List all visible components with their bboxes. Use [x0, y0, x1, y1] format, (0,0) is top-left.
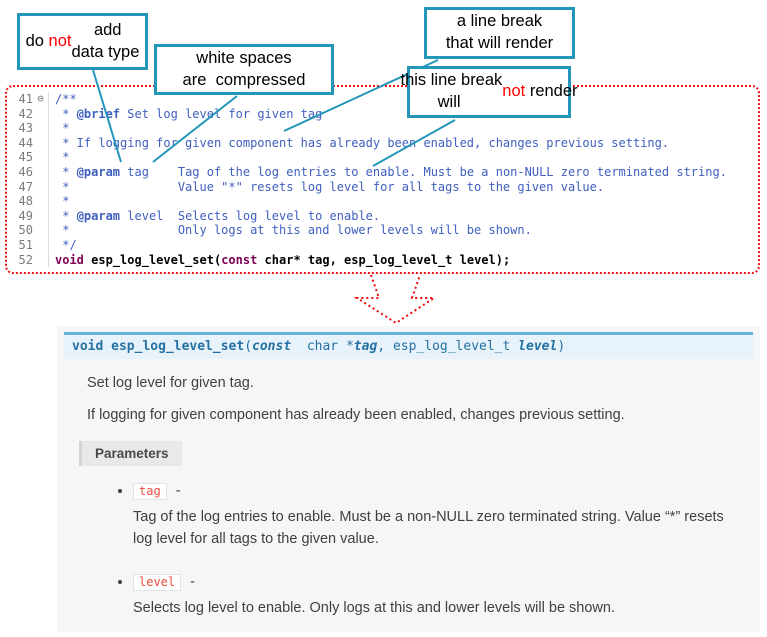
- line-number: 46: [18, 164, 33, 179]
- code-line: 51 */: [9, 237, 758, 253]
- rendered-docs-panel: void esp_log_level_set(const char *tag, …: [57, 326, 760, 632]
- code-lines: 41⊖/**42 * @brief Set log level for give…: [9, 92, 758, 268]
- code-line: 49 * @param level Selects log level to e…: [9, 208, 758, 224]
- code-line: 43 *: [9, 121, 758, 136]
- fold-gutter: [33, 136, 48, 151]
- brief-text: Set log level for given tag.: [87, 375, 254, 391]
- param-list: tag - Tag of the log entries to enable. M…: [115, 482, 760, 619]
- code-text: * @brief Set log level for given tag: [48, 106, 322, 122]
- code-text: */: [48, 237, 77, 253]
- fold-gutter: [33, 165, 48, 180]
- code-line: 50 * Only logs at this and lower levels …: [9, 223, 758, 238]
- param-description: Tag of the log entries to enable. Must b…: [133, 509, 724, 547]
- code-line: 48 *: [9, 194, 758, 209]
- code-text: * Only logs at this and lower levels wil…: [48, 223, 532, 238]
- code-text: * @param tag Tag of the log entries to e…: [48, 164, 727, 180]
- arrow-down-icon: [353, 274, 438, 325]
- code-line: 42 * @brief Set log level for given tag: [9, 106, 758, 122]
- line-number: 45: [18, 150, 33, 165]
- param-separator: -: [186, 573, 195, 590]
- code-text: *: [48, 121, 69, 136]
- param-name-chip: tag: [133, 483, 167, 500]
- param-name-chip: level: [133, 573, 182, 591]
- line-number: 50: [18, 223, 33, 238]
- code-text: *: [48, 150, 69, 165]
- line-number: 52: [18, 252, 33, 267]
- callout-break-render: a line break that will render: [424, 7, 575, 59]
- code-text: * Value "*" resets log level for all tag…: [48, 179, 604, 195]
- line-number: 44: [18, 135, 33, 150]
- line-number: 48: [18, 194, 33, 209]
- fold-gutter: [33, 121, 48, 136]
- code-text: * @param level Selects log level to enab…: [48, 208, 380, 224]
- param-item: level - Selects log level to enable. Only…: [133, 573, 760, 620]
- parameters-header: Parameters: [79, 441, 182, 466]
- code-line: 45 *: [9, 150, 758, 165]
- line-number: 43: [18, 121, 33, 136]
- code-line: 44 * If logging for given component has …: [9, 135, 758, 151]
- fold-gutter: [33, 194, 48, 209]
- callout-break-norender: this line break will not render: [400, 66, 578, 118]
- fold-gutter: [33, 107, 48, 122]
- code-editor[interactable]: 41⊖/**42 * @brief Set log level for give…: [5, 85, 760, 274]
- code-text: /**: [48, 92, 77, 107]
- function-signature: void esp_log_level_set(const char *tag, …: [64, 332, 753, 359]
- code-text: void esp_log_level_set(const char* tag, …: [48, 252, 510, 268]
- param-description: Selects log level to enable. Only logs a…: [133, 599, 615, 616]
- callout-no-datatype: do not add data type: [17, 13, 148, 70]
- param-item: tag - Tag of the log entries to enable. M…: [133, 482, 760, 551]
- callout-whitespace: white spaces are compressed: [154, 44, 334, 95]
- fold-gutter: [33, 150, 48, 165]
- line-number: 42: [18, 106, 33, 121]
- fold-gutter: [33, 238, 48, 253]
- param-separator: -: [171, 483, 181, 499]
- code-line: 41 ⊖ /**: [9, 92, 758, 107]
- line-number: 41: [18, 92, 33, 106]
- code-text: *: [48, 194, 69, 209]
- code-line: 46 * @param tag Tag of the log entries t…: [9, 164, 758, 180]
- line-number: 49: [18, 208, 33, 223]
- line-number: 51: [18, 237, 33, 252]
- line-number: 47: [18, 179, 33, 194]
- description-text: If logging for given component has alrea…: [87, 407, 625, 423]
- code-line: 47 * Value "*" resets log level for all …: [9, 179, 758, 195]
- fold-gutter: [33, 180, 48, 195]
- fold-gutter: [33, 253, 48, 268]
- fold-marker-icon[interactable]: ⊖: [37, 92, 44, 105]
- code-line: 52 void esp_log_level_set(const char* tag…: [9, 252, 758, 268]
- code-text: * If logging for given component has alr…: [48, 135, 669, 151]
- fold-gutter: [33, 209, 48, 224]
- fold-gutter: [33, 223, 48, 238]
